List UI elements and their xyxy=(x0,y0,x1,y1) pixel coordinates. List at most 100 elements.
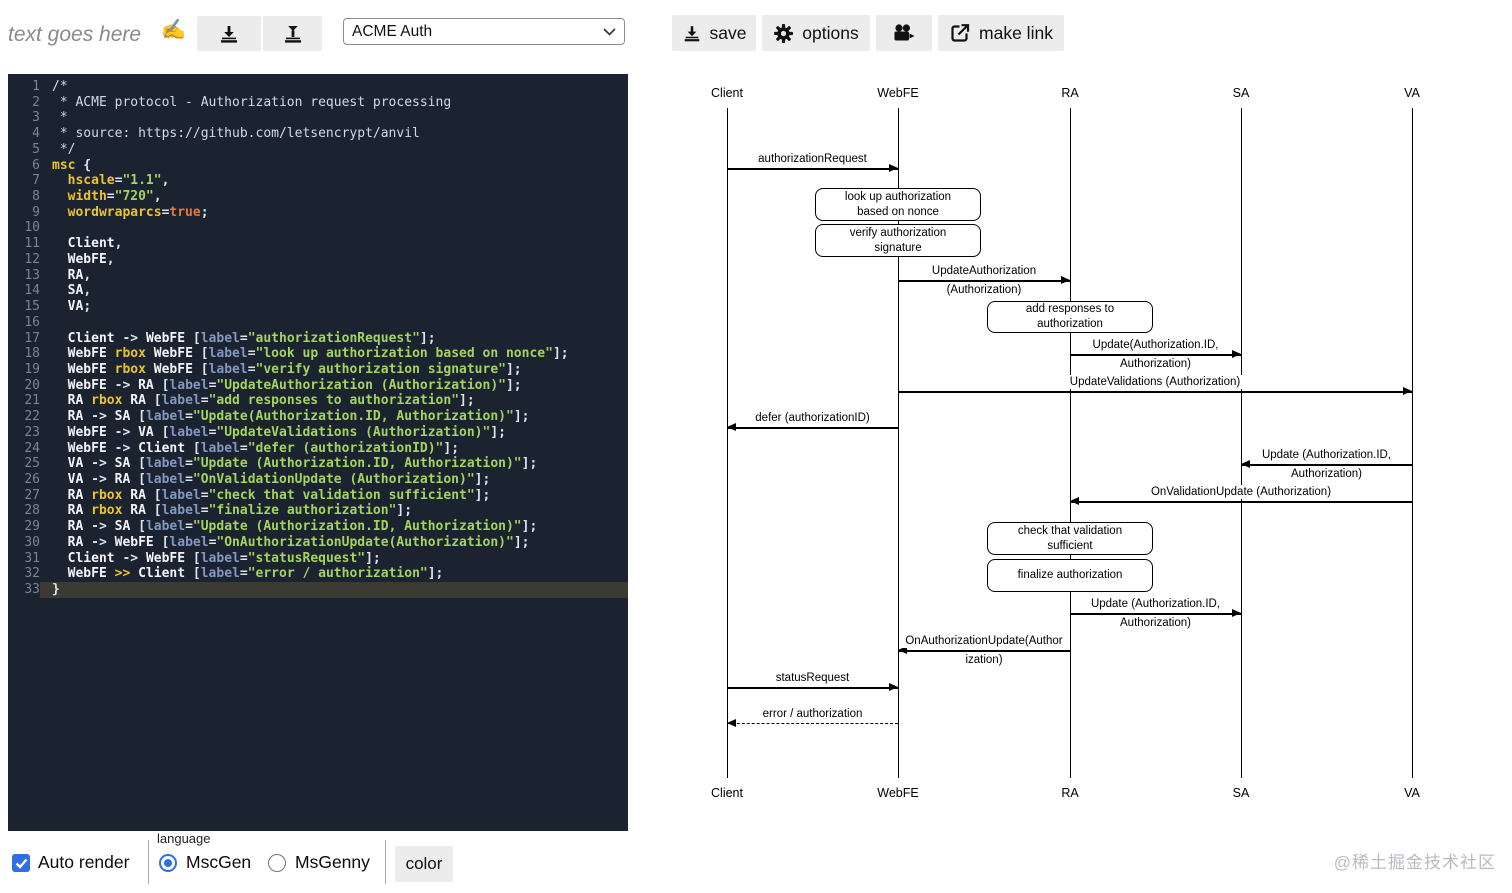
lifeline xyxy=(1412,108,1413,778)
line-code: RA -> WebFE [label="OnAuthorizationUpdat… xyxy=(67,534,530,550)
code-line: 16 xyxy=(8,315,628,331)
code-line: 26 VA -> RA [label="OnValidationUpdate (… xyxy=(8,472,628,488)
line-code: VA -> SA [label="Update (Authorization.I… xyxy=(67,456,538,472)
line-number: 24 xyxy=(24,440,40,456)
message-label: Update (Authorization.ID, xyxy=(1088,597,1223,611)
lifeline xyxy=(1070,108,1071,778)
line-number: 22 xyxy=(24,409,40,425)
message-label: Authorization) xyxy=(1118,616,1193,630)
mscgen-radio-label[interactable]: MscGen xyxy=(186,852,252,872)
line-code: hscale="1.1", xyxy=(67,173,170,189)
entity-label-bottom: RA xyxy=(1061,786,1079,800)
entity-label-bottom: Client xyxy=(711,786,743,800)
line-code: /* xyxy=(52,79,68,94)
line-number: 29 xyxy=(24,519,40,535)
code-line: 21 RA rbox RA [label="add responses to a… xyxy=(8,393,628,409)
line-code: * xyxy=(52,110,68,126)
entity-label-top: SA xyxy=(1232,86,1250,100)
line-code: WebFE >> Client [label="error / authoriz… xyxy=(67,566,444,582)
arrowhead-right xyxy=(1061,276,1070,284)
line-code xyxy=(40,220,628,236)
download-button[interactable] xyxy=(197,16,261,51)
line-code: WebFE -> RA [label="UpdateAuthorization … xyxy=(67,377,522,393)
message-label: (Authorization) xyxy=(944,283,1024,297)
line-number: 31 xyxy=(24,550,40,566)
save-button[interactable]: save xyxy=(672,15,756,51)
message-label: Update(Authorization.ID, xyxy=(1090,338,1221,352)
line-code xyxy=(40,315,628,331)
make-link-button[interactable]: make link xyxy=(938,15,1064,51)
code-line: 27 RA rbox RA [label="check that validat… xyxy=(8,488,628,504)
message-label: defer (authorizationID) xyxy=(753,411,872,425)
arrowhead-left xyxy=(727,423,736,431)
line-code: WebFE, xyxy=(67,251,115,267)
code-line: 10 xyxy=(8,220,628,236)
code-line: 33} xyxy=(8,582,628,598)
code-line: 22 RA -> SA [label="Update(Authorization… xyxy=(8,409,628,425)
code-line: 31 Client -> WebFE [label="statusRequest… xyxy=(8,551,628,567)
line-number: 14 xyxy=(24,283,40,299)
arrowhead-right xyxy=(1232,350,1241,358)
message-arrow xyxy=(727,687,898,689)
message-arrow xyxy=(898,650,1070,652)
code-line: 19 WebFE rbox WebFE [label="verify autho… xyxy=(8,362,628,378)
code-line: 18 WebFE rbox WebFE [label="look up auth… xyxy=(8,346,628,362)
line-number: 26 xyxy=(24,471,40,487)
line-number: 3 xyxy=(32,110,40,126)
code-editor[interactable]: 1 /*2 * ACME protocol - Authorization req… xyxy=(8,74,628,831)
lifeline xyxy=(727,108,728,778)
color-button[interactable]: color xyxy=(395,846,453,882)
line-code: * source: https://github.com/letsencrypt… xyxy=(52,126,420,142)
gear-icon xyxy=(774,23,794,43)
code-line: 20 WebFE -> RA [label="UpdateAuthorizati… xyxy=(8,378,628,394)
message-label: Update (Authorization.ID, xyxy=(1259,448,1394,462)
line-code: RA, xyxy=(67,267,92,283)
line-number: 5 xyxy=(32,141,40,157)
upload-button[interactable] xyxy=(263,16,322,51)
mscgen-radio[interactable] xyxy=(159,854,177,872)
line-number: 21 xyxy=(24,393,40,409)
share-link-icon xyxy=(951,24,970,42)
auto-render-checkbox[interactable] xyxy=(12,854,30,872)
line-number: 25 xyxy=(24,456,40,472)
message-arrow xyxy=(1070,501,1412,503)
message-arrow xyxy=(1070,613,1241,615)
options-button[interactable]: options xyxy=(762,15,870,51)
line-code: RA rbox RA [label="add responses to auth… xyxy=(67,393,475,409)
line-number: 1 xyxy=(32,79,40,94)
code-line: 2 * ACME protocol - Authorization reques… xyxy=(8,95,628,111)
message-arrow xyxy=(1070,354,1241,356)
line-code: VA -> RA [label="OnValidationUpdate (Aut… xyxy=(67,471,491,487)
message-arrow xyxy=(898,280,1070,282)
code-line: 11 Client, xyxy=(8,236,628,252)
record-animation-button[interactable] xyxy=(876,15,932,51)
code-line: 14 SA, xyxy=(8,283,628,299)
entity-label-top: WebFE xyxy=(877,86,919,100)
check-icon xyxy=(15,858,27,869)
line-number: 13 xyxy=(24,267,40,283)
line-code: WebFE rbox WebFE [label="look up authori… xyxy=(67,346,569,362)
msgenny-radio[interactable] xyxy=(268,854,286,872)
code-line: 24 WebFE -> Client [label="defer (author… xyxy=(8,441,628,457)
line-code: } xyxy=(40,582,628,598)
line-code: WebFE rbox WebFE [label="verify authoriz… xyxy=(67,361,522,377)
arrowhead-right xyxy=(1232,609,1241,617)
line-number: 4 xyxy=(32,126,40,142)
message-arrow-dashed xyxy=(727,723,898,724)
code-line: 9 wordwraparcs=true; xyxy=(8,205,628,221)
line-number: 28 xyxy=(24,503,40,519)
line-code: WebFE -> Client [label="defer (authoriza… xyxy=(67,440,460,456)
msgenny-radio-label[interactable]: MsGenny xyxy=(295,852,370,872)
example-select[interactable]: ACME Auth xyxy=(343,18,625,45)
message-arrow xyxy=(727,168,898,170)
line-number: 17 xyxy=(24,330,40,346)
line-code: Client -> WebFE [label="authorizationReq… xyxy=(67,330,436,346)
code-line: 3 * xyxy=(8,110,628,126)
message-arrow xyxy=(727,427,898,429)
title-input[interactable] xyxy=(6,18,162,52)
line-code: Client, xyxy=(67,236,123,252)
code-line: 25 VA -> SA [label="Update (Authorizatio… xyxy=(8,456,628,472)
code-line: 1 /* xyxy=(8,79,628,95)
